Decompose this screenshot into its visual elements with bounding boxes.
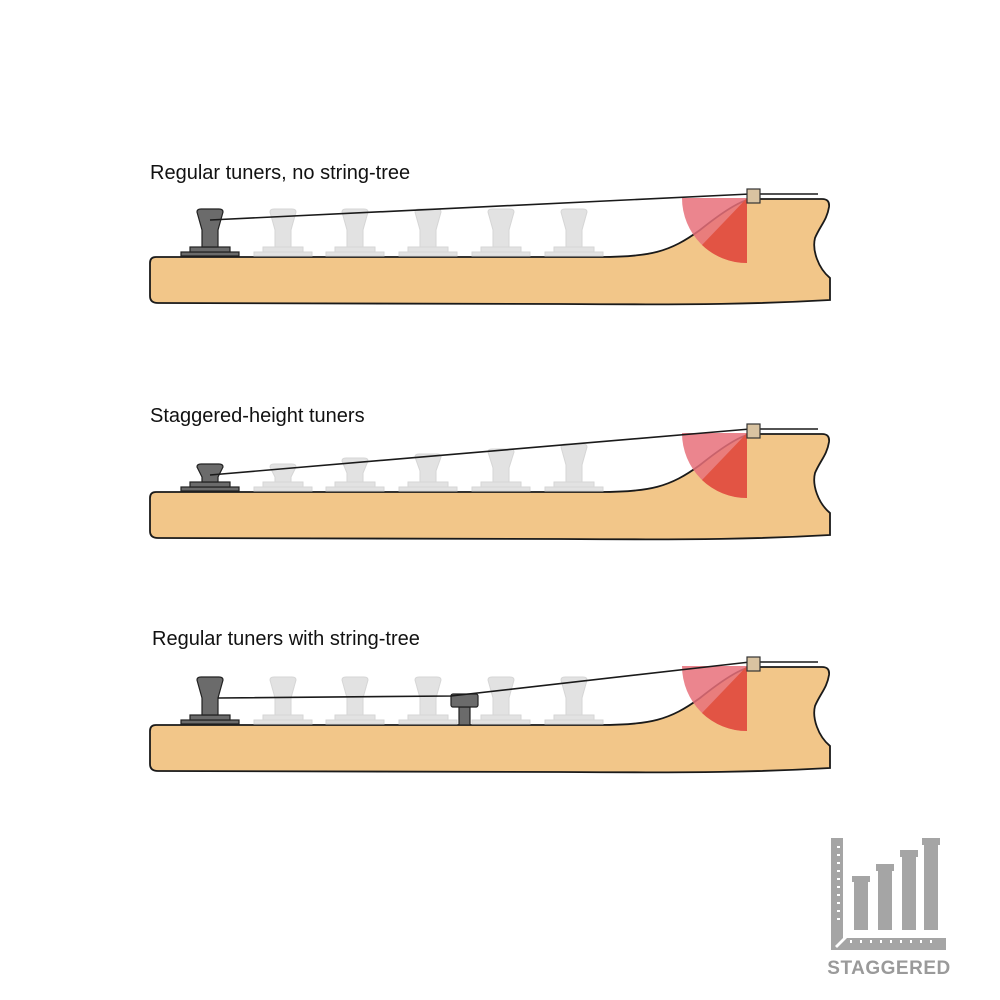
staggered-logo-icon (831, 838, 946, 950)
ghost-tuner (544, 676, 604, 725)
diagram-panel-no-string-tree: Regular tuners, no string-tree (0, 150, 1000, 350)
ghost-tuner (325, 208, 385, 257)
string-path (217, 661, 751, 699)
active-tuner (180, 208, 240, 257)
ghost-tuner (544, 443, 604, 492)
nut (746, 188, 761, 204)
ghost-tuner (325, 676, 385, 725)
ghost-tuner (471, 208, 531, 257)
active-tuner (180, 676, 240, 725)
panel-title: Regular tuners with string-tree (152, 628, 420, 650)
headstock-diagram (149, 656, 831, 774)
diagram-panel-staggered-height: Staggered-height tuners (0, 385, 1000, 585)
headstock-diagram (149, 423, 831, 541)
ghost-tuner (398, 453, 458, 492)
ghost-tuners (253, 676, 604, 725)
string-path (209, 193, 751, 221)
break-angle-indicator (682, 666, 747, 732)
ghost-tuner (544, 208, 604, 257)
break-angle-indicator (682, 433, 747, 499)
string-tree (450, 693, 479, 726)
ghost-tuner (398, 676, 458, 725)
nut (746, 423, 761, 439)
ghost-tuners (253, 208, 604, 257)
break-angle-indicator (682, 198, 747, 264)
nut (746, 656, 761, 672)
ghost-tuner (253, 676, 313, 725)
diagram-panel-with-string-tree: Regular tuners with string-tree (0, 618, 1000, 818)
string-path (209, 428, 751, 476)
ghost-tuners (253, 443, 604, 492)
ghost-tuner (471, 676, 531, 725)
active-tuner (180, 463, 240, 492)
panel-title: Staggered-height tuners (150, 405, 365, 427)
ghost-tuner (253, 208, 313, 257)
logo-text: STAGGERED (827, 958, 951, 979)
headstock-body (149, 433, 831, 541)
ghost-tuner (471, 448, 531, 492)
headstock-body (149, 198, 831, 306)
ghost-tuner (398, 208, 458, 257)
panel-title: Regular tuners, no string-tree (150, 162, 411, 184)
headstock-body (149, 666, 831, 774)
headstock-diagram (149, 188, 831, 306)
staggered-logo: STAGGERED (826, 836, 956, 986)
